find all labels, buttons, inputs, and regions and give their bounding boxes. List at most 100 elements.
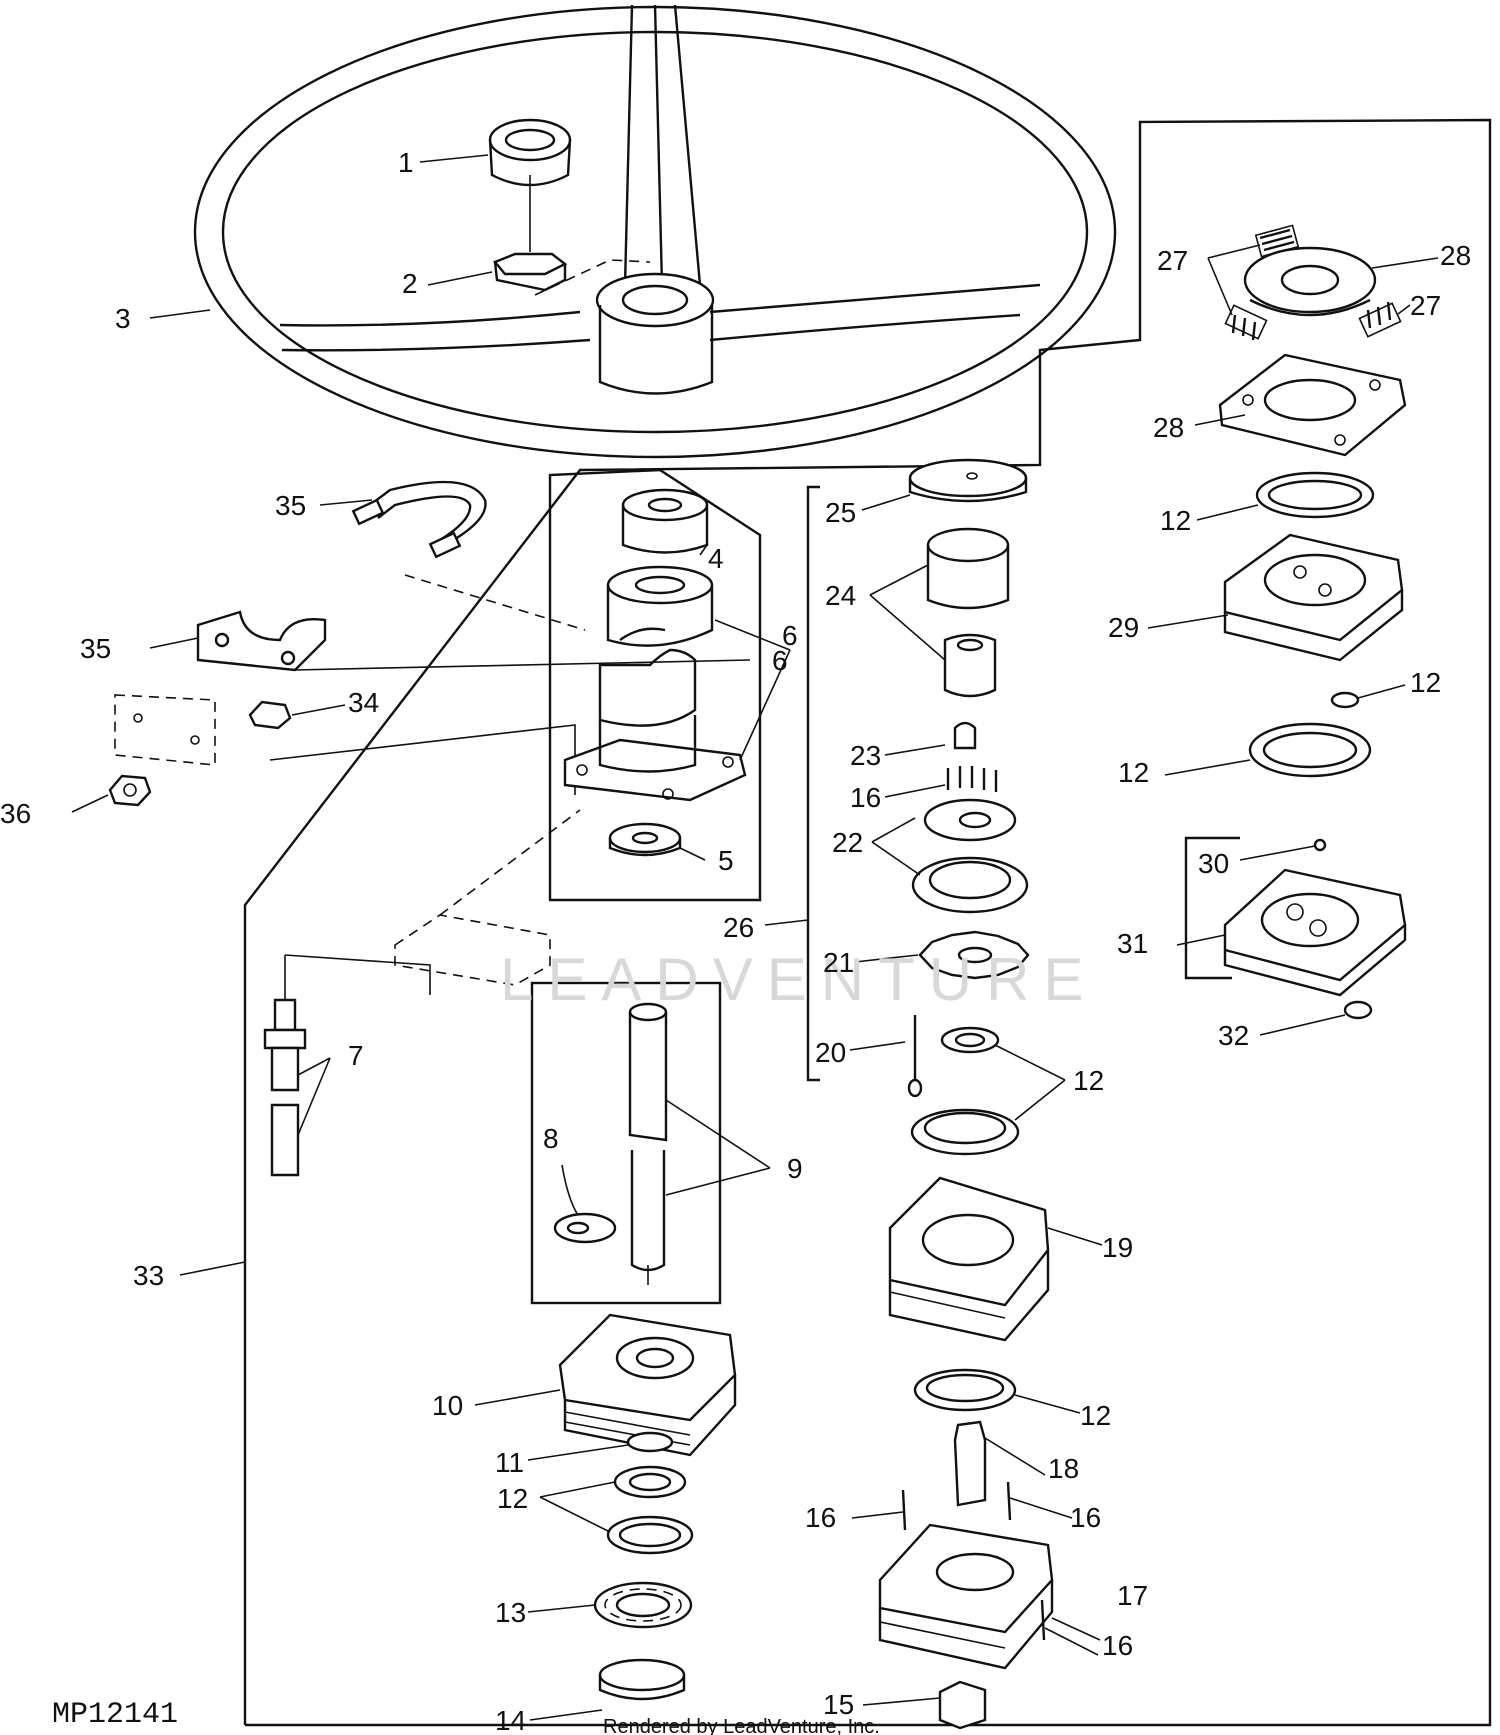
cap-part-25 — [908, 458, 1028, 503]
clamp-part-35 — [196, 610, 327, 672]
valve-part-29 — [1223, 533, 1404, 662]
watermark-text: LEADVENTURE — [500, 946, 1097, 1013]
callout-27-left: 27 — [1157, 245, 1188, 276]
plug-part-15 — [938, 1680, 987, 1730]
seal-part-12-mid — [910, 1026, 1020, 1156]
group-bracket-31 — [1184, 836, 1240, 980]
callout-33: 33 — [133, 1260, 164, 1291]
housing-part-19 — [888, 1176, 1050, 1342]
figure-code: MP12141 — [52, 1698, 178, 1732]
callout-21: 21 — [823, 947, 854, 978]
pins-part-16-top — [946, 766, 998, 792]
pin-part-20 — [907, 1015, 923, 1098]
ring-part-11 — [626, 1431, 674, 1453]
callout-17: 17 — [1117, 1580, 1148, 1611]
column-part-6 — [563, 565, 747, 802]
callout-35-ubolt: 35 — [275, 490, 306, 521]
callout-24: 24 — [825, 580, 856, 611]
callout-16-bottom: 16 — [1102, 1630, 1133, 1661]
callout-15: 15 — [823, 1689, 854, 1720]
nut-part-36 — [108, 774, 152, 807]
shaft-part-9 — [628, 1002, 668, 1285]
washer-part-5 — [608, 822, 682, 857]
plate-part-22 — [911, 798, 1029, 914]
callout-34: 34 — [348, 687, 379, 718]
callout-13: 13 — [495, 1597, 526, 1628]
callout-7: 7 — [348, 1040, 364, 1071]
seal-part-12-right-top — [1255, 471, 1375, 519]
callout-12-right-top: 12 — [1160, 505, 1191, 536]
nut-part-32 — [1343, 1000, 1373, 1020]
callout-8: 8 — [543, 1123, 559, 1154]
callout-12-lower: 12 — [1080, 1400, 1111, 1431]
spring-part-27-left — [1224, 304, 1268, 341]
credit-text: Rendered by LeadVenture, Inc. — [603, 1716, 880, 1735]
plate-part-28 — [1218, 353, 1407, 457]
steering-wheel — [193, 4, 1117, 459]
callout-29: 29 — [1108, 612, 1139, 643]
callout-9: 9 — [787, 1153, 803, 1184]
washer-part-12-right — [1330, 691, 1360, 709]
callout-35-clamp: 35 — [80, 633, 111, 664]
callout-14: 14 — [495, 1705, 526, 1735]
callout-22: 22 — [832, 827, 863, 858]
callout-1: 1 — [398, 147, 414, 178]
part-23 — [953, 721, 977, 750]
group-bracket-26 — [806, 485, 820, 1082]
callout-28-plate: 28 — [1153, 412, 1184, 443]
callout-31: 31 — [1117, 928, 1148, 959]
rotor-part-21 — [918, 930, 1030, 980]
callout-2: 2 — [402, 268, 418, 299]
callout-32: 32 — [1218, 1020, 1249, 1051]
callout-36: 36 — [0, 798, 31, 829]
callout-6a: 6 — [782, 620, 798, 651]
callout-12-left: 12 — [497, 1483, 528, 1514]
spring-part-27-right — [1358, 301, 1402, 338]
callout-5: 5 — [718, 845, 734, 876]
plate-part-10 — [558, 1313, 737, 1457]
callout-6b: 6 — [772, 645, 788, 676]
callout-3: 3 — [115, 303, 131, 334]
callout-20: 20 — [815, 1037, 846, 1068]
group-box-column — [548, 468, 762, 902]
callout-10: 10 — [432, 1390, 463, 1421]
callout-12-right-mid: 12 — [1118, 757, 1149, 788]
callout-30: 30 — [1198, 848, 1229, 879]
seal-part-12-lower — [913, 1368, 1017, 1412]
seal-part-12-right-mid — [1248, 722, 1372, 778]
seal-part-12-left — [606, 1465, 694, 1555]
callout-18: 18 — [1048, 1453, 1079, 1484]
nut-part-2 — [493, 175, 651, 296]
leader-lines — [71, 154, 1439, 1721]
washer-part-8 — [553, 1212, 617, 1244]
gear-part-24 — [926, 527, 1010, 698]
plate-part-17 — [878, 1523, 1054, 1670]
group-box-shaft — [530, 981, 722, 1305]
callout-12-mid: 12 — [1073, 1065, 1104, 1096]
valve-part-31 — [1223, 868, 1407, 997]
callout-19: 19 — [1102, 1232, 1133, 1263]
u-bolt-part-35 — [351, 480, 586, 631]
callout-labels: 1 2 3 4 5 6 6 7 8 9 10 11 12 12 12 12 12… — [0, 147, 1471, 1735]
fitting-part-7 — [263, 955, 307, 1177]
callout-12-right-washer: 12 — [1410, 667, 1441, 698]
callout-4: 4 — [708, 543, 724, 574]
pins-part-16-lower — [901, 1481, 1046, 1641]
callout-27-right: 27 — [1410, 290, 1441, 321]
callout-16-right: 16 — [1070, 1502, 1101, 1533]
assembly-outline-33 — [243, 118, 1492, 1727]
bracket-dashed-lower — [284, 809, 581, 995]
bushing-part-4 — [621, 488, 709, 554]
ball-part-30 — [1313, 838, 1327, 852]
callout-23: 23 — [850, 740, 881, 771]
callout-16-left: 16 — [805, 1502, 836, 1533]
spool-part-28 — [1243, 246, 1377, 317]
part-18 — [953, 1420, 987, 1507]
ring-part-14 — [598, 1658, 686, 1701]
callout-26: 26 — [723, 912, 754, 943]
bearing-part-13 — [593, 1581, 693, 1629]
callout-11: 11 — [495, 1447, 524, 1478]
callout-16-top: 16 — [850, 782, 881, 813]
callout-28-top: 28 — [1440, 240, 1471, 271]
